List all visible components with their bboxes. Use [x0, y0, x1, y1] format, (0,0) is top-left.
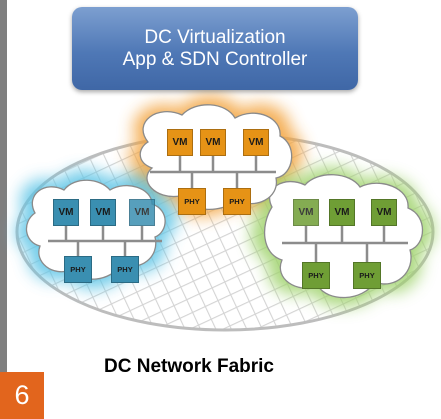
top-cloud-vm: VM — [167, 129, 193, 156]
fabric-label: DC Network Fabric — [104, 356, 274, 377]
right-cloud-vm: VM — [329, 199, 355, 226]
page-number-badge: 6 — [0, 372, 44, 419]
left-cloud-links — [48, 226, 162, 256]
right-cloud-links — [282, 226, 408, 262]
left-cloud-phy: PHY — [111, 256, 139, 283]
right-cloud-vm: VM — [371, 199, 397, 226]
right-cloud-vm: VM — [293, 199, 319, 226]
left-cloud-vm: VM — [53, 199, 79, 226]
right-cloud-phy: PHY — [353, 262, 381, 289]
slide-side-bar — [0, 0, 7, 372]
sdn-controller-box: DC Virtualization App & SDN Controller — [72, 7, 358, 90]
top-cloud — [139, 104, 293, 211]
left-cloud-vm: VM — [129, 199, 155, 226]
top-cloud-links — [150, 156, 276, 188]
controller-title-line2: App & SDN Controller — [122, 48, 308, 70]
top-cloud-vm: VM — [200, 129, 226, 156]
left-cloud-phy: PHY — [64, 256, 92, 283]
top-cloud-vm: VM — [243, 129, 269, 156]
left-cloud-vm: VM — [90, 199, 116, 226]
top-cloud-phy: PHY — [223, 188, 251, 215]
right-cloud-phy: PHY — [302, 262, 330, 289]
top-cloud-phy: PHY — [178, 188, 206, 215]
right-cloud — [263, 174, 423, 299]
controller-title-line1: DC Virtualization — [144, 26, 286, 48]
